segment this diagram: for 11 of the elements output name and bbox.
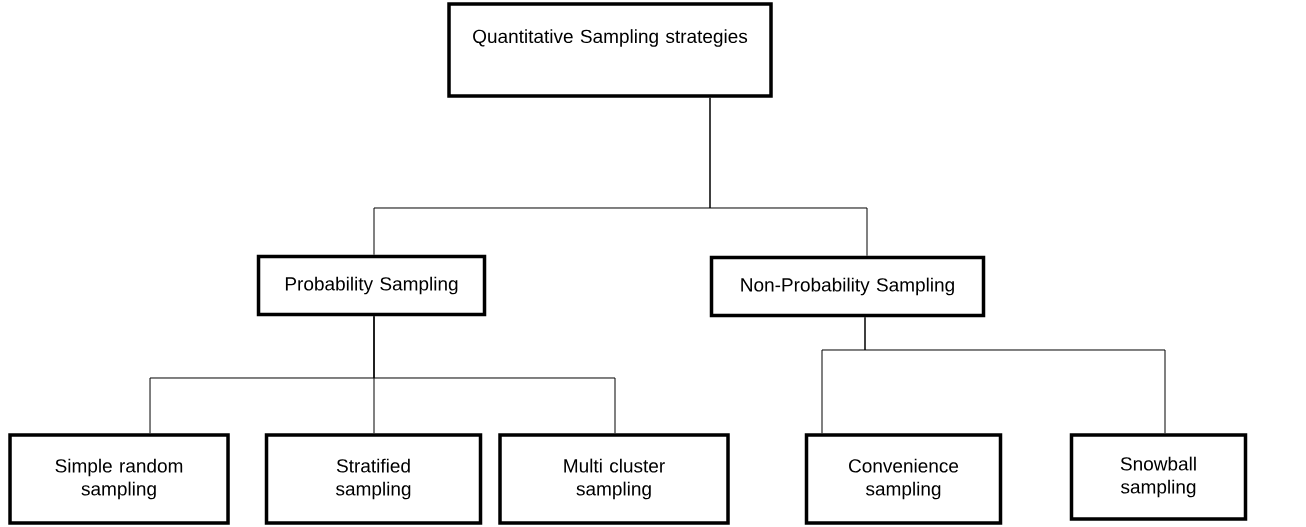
process-box: Convenience sampling — [804, 433, 1003, 525]
process-box: Probability Sampling — [256, 254, 487, 317]
process-box: Multi cluster sampling — [498, 433, 730, 525]
process-box: Stratified sampling — [264, 433, 483, 525]
process-box: Non-Probability Sampling — [709, 255, 986, 318]
process-box: Snowball sampling — [1069, 433, 1248, 521]
connector-line — [709, 97, 868, 257]
connector-line — [864, 316, 1166, 434]
process-box: Quantitative Sampling strategies — [447, 2, 773, 98]
process-box: Simple random sampling — [8, 433, 230, 525]
connector-line — [373, 315, 616, 434]
